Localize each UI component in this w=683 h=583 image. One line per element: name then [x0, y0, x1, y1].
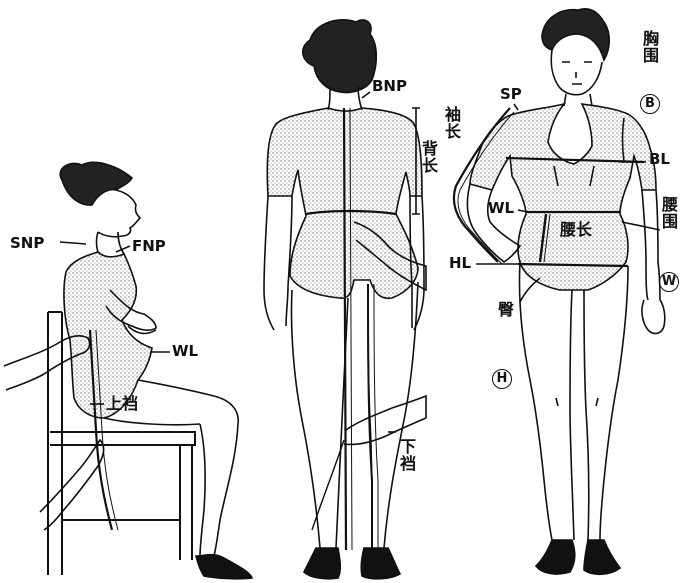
crotch-depth-label: 上裆: [106, 396, 138, 412]
snp-label: SNP: [10, 236, 44, 251]
bust-code-badge: B: [640, 94, 660, 114]
front-shoe-left: [536, 540, 575, 574]
seated-hair: [60, 162, 132, 205]
back-hair: [303, 20, 377, 93]
hl-label: HL: [449, 256, 471, 271]
back-figure: [264, 20, 426, 579]
hip-label: 臀: [498, 302, 514, 318]
seated-shoe: [196, 555, 252, 579]
front-figure: [454, 9, 665, 575]
fnp-label: FNP: [132, 239, 166, 254]
sleeve-length-label: 袖长: [443, 106, 459, 140]
sp-label: SP: [500, 87, 522, 102]
seated-hand-bottom: [40, 440, 104, 530]
hip-waist-length-label: 腰长: [560, 222, 592, 238]
waist-code-badge: W: [659, 272, 679, 292]
waist-label: 腰围: [660, 196, 676, 230]
bust-label: 胸围: [641, 30, 657, 64]
bnp-label: BNP: [372, 79, 407, 94]
bl-label: BL: [649, 152, 670, 167]
seated-wl-label: WL: [172, 344, 198, 359]
inseam-label: 下裆: [398, 438, 414, 472]
back-shoe-right: [361, 548, 400, 579]
front-wl-label: WL: [488, 201, 514, 216]
back-length-label: 背长: [420, 140, 436, 174]
front-shoe-right: [584, 540, 620, 574]
hip-code-badge: H: [492, 369, 512, 389]
seated-face: [98, 190, 140, 237]
back-shoe-left: [304, 548, 340, 579]
front-hand-right: [642, 300, 665, 333]
seated-figure: [4, 162, 252, 578]
